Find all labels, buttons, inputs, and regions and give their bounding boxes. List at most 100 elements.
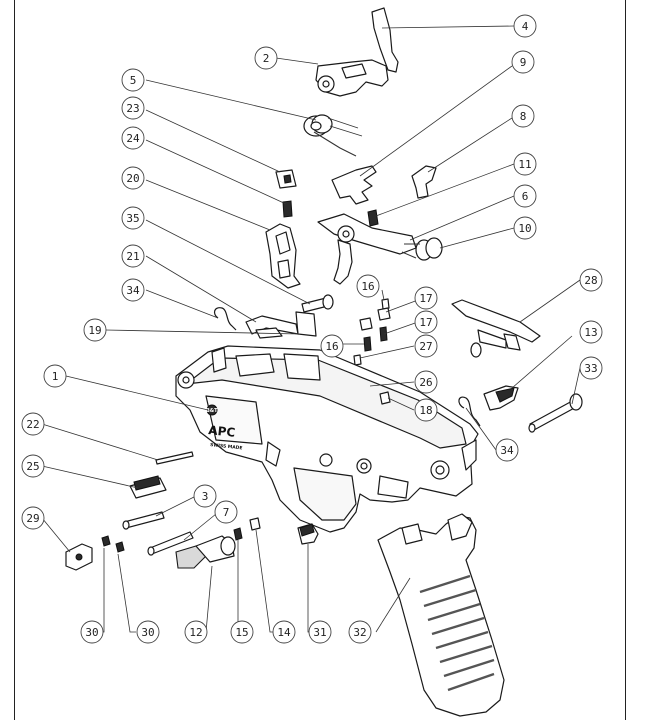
callout-26: 26	[414, 370, 438, 394]
callout-number: 21	[126, 250, 139, 263]
callout-27: 27	[414, 334, 438, 358]
part-18-detent	[379, 391, 391, 405]
part-9-disconnector	[331, 165, 377, 205]
callout-4: 4	[513, 14, 537, 38]
callout-number: 34	[126, 284, 140, 297]
part-31-block	[297, 523, 319, 545]
part-6-trigger-assembly	[317, 213, 417, 285]
callout-number: 3	[202, 490, 209, 503]
callout-bubble	[579, 356, 603, 380]
part-16-spring-b	[363, 336, 372, 352]
callout-34a: 34	[121, 278, 145, 302]
callout-bubble	[80, 620, 104, 644]
callout-number: 12	[189, 626, 202, 639]
callout-32: 32	[348, 620, 372, 644]
callout-14: 14	[272, 620, 296, 644]
callout-17a: 17	[414, 286, 438, 310]
callout-bubble	[414, 286, 438, 310]
callout-bubble	[254, 46, 278, 70]
callout-30b: 30	[136, 620, 160, 644]
callout-number: 13	[584, 326, 597, 339]
callout-number: 15	[235, 626, 248, 639]
callout-16b: 16	[320, 334, 344, 358]
callout-bubble	[513, 216, 537, 240]
callout-number: 20	[126, 172, 139, 185]
part-1-lower-receiver	[175, 345, 479, 533]
callout-28: 28	[579, 268, 603, 292]
part-11-spring	[367, 209, 379, 227]
callout-10: 10	[513, 216, 537, 240]
callout-bubble	[136, 620, 160, 644]
brand-model-text: APC	[208, 423, 236, 440]
callout-bubble	[308, 620, 332, 644]
callout-bubble	[121, 206, 145, 230]
part-34-clip-b	[458, 396, 481, 427]
callout-number: 34	[500, 444, 514, 457]
callout-35: 35	[121, 206, 145, 230]
callout-bubble	[579, 268, 603, 292]
part-20-trigger-bar	[265, 223, 301, 289]
callout-bubble	[121, 278, 145, 302]
callout-number: 1	[52, 370, 59, 383]
callout-bubble	[513, 152, 537, 176]
callout-1: 1	[43, 364, 67, 388]
callout-bubble	[121, 96, 145, 120]
callout-number: 29	[26, 512, 39, 525]
callout-number: 5	[130, 74, 137, 87]
callout-bubble	[414, 398, 438, 422]
callout-18: 18	[414, 398, 438, 422]
part-10-trigger-spring	[401, 237, 443, 261]
callout-number: 35	[126, 212, 139, 225]
callout-number: 16	[361, 280, 374, 293]
callout-bubble	[511, 50, 535, 74]
callout-bubble	[83, 318, 107, 342]
part-17-spring-b	[379, 326, 388, 342]
callout-number: 14	[277, 626, 291, 639]
callout-6: 6	[513, 184, 537, 208]
callout-31: 31	[308, 620, 332, 644]
callout-21: 21	[121, 244, 145, 268]
part-30-spring-b	[115, 541, 125, 553]
callout-13: 13	[579, 320, 603, 344]
callout-number: 6	[522, 190, 529, 203]
callout-11: 11	[513, 152, 537, 176]
part-29-plate	[65, 543, 93, 571]
callout-number: 9	[520, 56, 527, 69]
callout-bubble	[414, 334, 438, 358]
callout-bubble	[320, 334, 344, 358]
callout-bubble	[214, 500, 238, 524]
callout-number: 24	[126, 132, 140, 145]
callout-24: 24	[121, 126, 145, 150]
part-14-detent	[249, 517, 261, 531]
part-15-spring	[233, 527, 243, 541]
callout-bubble	[121, 166, 145, 190]
part-32-pistol-grip	[377, 513, 505, 717]
callout-number: 17	[419, 316, 432, 329]
callout-bubble	[513, 14, 537, 38]
part-24-spring	[282, 200, 293, 218]
callout-number: 18	[419, 404, 432, 417]
callout-number: 2	[263, 52, 270, 65]
brand-caption-text: SWISS MADE	[210, 442, 243, 451]
callout-number: 28	[584, 274, 597, 287]
callout-bubble	[495, 438, 519, 462]
callout-number: 16	[325, 340, 338, 353]
callout-30a: 30	[80, 620, 104, 644]
part-4-lever	[371, 7, 399, 73]
part-16-plunger-a	[381, 298, 390, 310]
callout-bubble	[513, 184, 537, 208]
callout-29: 29	[21, 506, 45, 530]
brand-logo-text: B&T	[206, 408, 218, 414]
callout-number: 32	[353, 626, 366, 639]
leader-lines	[41, 25, 581, 633]
callout-22: 22	[21, 412, 45, 436]
callout-bubble	[511, 104, 535, 128]
callout-16a: 16	[356, 274, 380, 298]
callout-number: 19	[88, 324, 101, 337]
callout-bubble	[121, 126, 145, 150]
page-frame	[14, 0, 626, 720]
callout-number: 33	[584, 362, 597, 375]
